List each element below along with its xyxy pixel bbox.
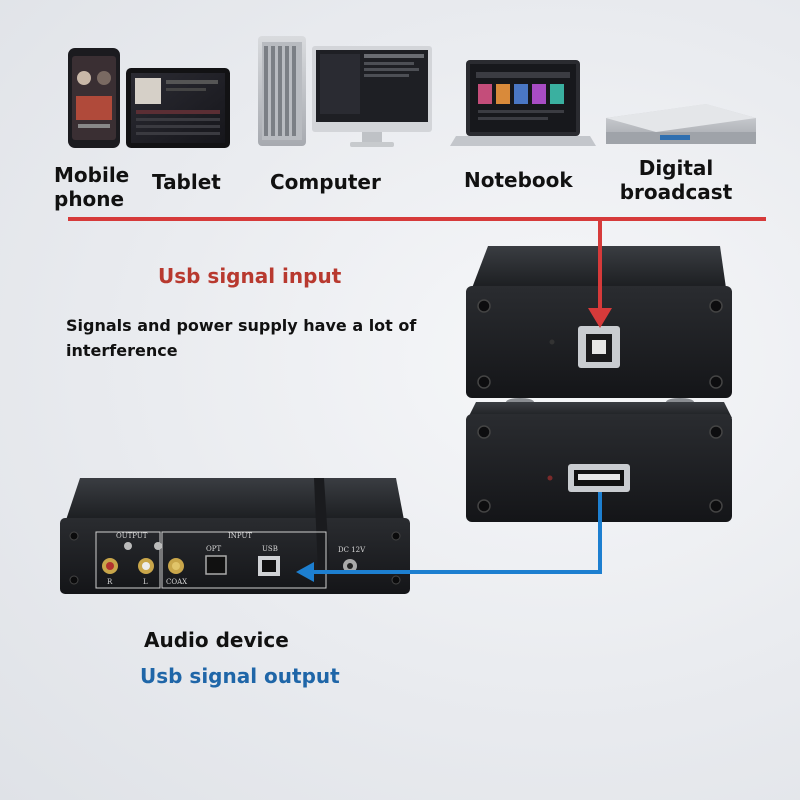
panel-dc-label: DC 12V (338, 546, 366, 554)
usb-output-title: Usb signal output (140, 664, 340, 688)
usb-a-port-icon (568, 464, 630, 492)
interference-note: Signals and power supply have a lot of i… (66, 316, 417, 360)
desktop-computer-icon (258, 36, 432, 147)
source-label-notebook: Notebook (464, 168, 573, 192)
panel-input-label: INPUT (228, 532, 252, 540)
source-label-computer: Computer (270, 170, 381, 194)
usb-input-connector (68, 217, 766, 328)
panel-opt-label: OPT (206, 545, 221, 553)
source-label-mobile-phone: Mobile phone (54, 163, 130, 211)
usb-input-title: Usb signal input (158, 264, 342, 288)
usb-b-port-icon (578, 326, 620, 368)
audio-device-label: Audio device (144, 628, 289, 652)
output-line (308, 492, 602, 574)
digital-broadcast-box-icon (606, 104, 756, 144)
audio-device (60, 478, 410, 594)
optical-port (205, 555, 227, 575)
audio-device-silkscreen: OUTPUT INPUT OPT USB COAX R L DC 12V (107, 532, 366, 586)
laptop-icon (450, 60, 596, 146)
usb-output-connector (296, 492, 602, 582)
tablet-icon (126, 68, 230, 148)
panel-l-label: L (143, 578, 148, 586)
output-arrow-icon (296, 562, 314, 582)
source-label-digital-broadcast: Digital broadcast (619, 156, 733, 204)
source-label-tablet: Tablet (152, 170, 221, 194)
panel-usb-label: USB (262, 545, 278, 553)
mobile-phone-icon (68, 48, 120, 148)
input-arrow-icon (588, 308, 612, 328)
panel-r-label: R (107, 578, 113, 586)
panel-output-label: OUTPUT (116, 532, 148, 540)
panel-coax-label: COAX (166, 578, 187, 586)
usb-isolator-lower (466, 402, 732, 522)
